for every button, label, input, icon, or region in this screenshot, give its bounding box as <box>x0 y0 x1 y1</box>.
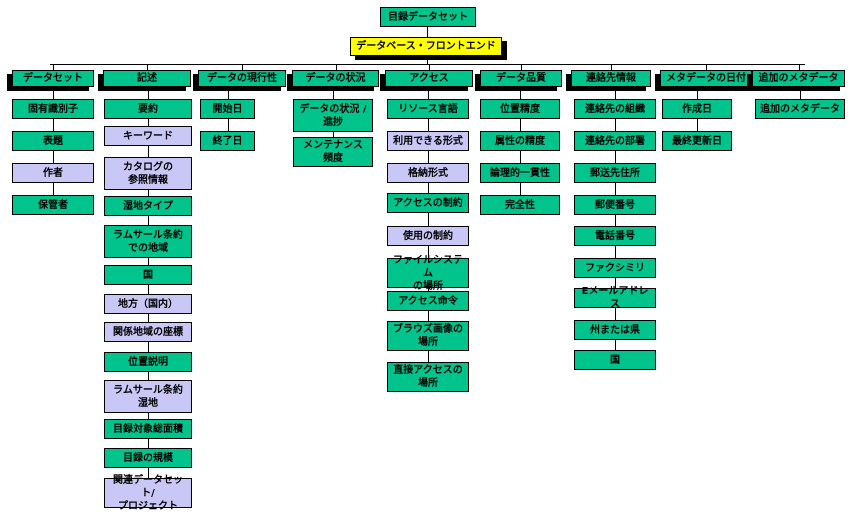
connector <box>336 64 337 70</box>
column-header: アクセス <box>385 70 473 87</box>
item-node: 作者 <box>12 163 94 183</box>
item-node: 使用の制約 <box>387 226 469 246</box>
item-node: 国 <box>104 265 192 285</box>
item-node: 電話番号 <box>574 226 656 246</box>
connector <box>427 27 428 37</box>
item-node: ブラウズ画像の 場所 <box>387 321 469 351</box>
connector <box>428 87 429 362</box>
item-node: 属性の精度 <box>480 131 560 151</box>
item-node: ラムサール条約 での地域 <box>104 225 192 258</box>
connector <box>147 64 148 70</box>
item-node: 関係地域の座標 <box>104 322 192 342</box>
item-node: 追加のメタデータ <box>755 99 845 119</box>
item-node: 固有識別子 <box>12 99 94 119</box>
item-node: 最終更新日 <box>662 131 732 151</box>
column-header: データの現行性 <box>198 70 286 87</box>
item-node: リソース言語 <box>387 99 469 119</box>
connector <box>611 64 612 70</box>
connector <box>427 56 428 64</box>
item-node: カタログの 参照情報 <box>104 157 192 190</box>
item-node: 湿地タイプ <box>104 196 192 216</box>
item-node: 格納形式 <box>387 163 469 183</box>
item-node: 直接アクセスの 場所 <box>387 362 469 392</box>
item-node: 位置精度 <box>480 99 560 119</box>
item-node: 連絡先の部署 <box>574 131 656 151</box>
item-node: 郵送先住所 <box>574 163 656 183</box>
column-header: データ品質 <box>480 70 562 87</box>
item-node: 連絡先の組織 <box>574 99 656 119</box>
item-node: 目録の規模 <box>104 448 192 468</box>
column-header: 連絡先情報 <box>571 70 651 87</box>
item-node: ラムサール条約 湿地 <box>104 380 192 413</box>
item-node: 利用できる形式 <box>387 131 469 151</box>
item-node: ファクシミリ <box>574 258 656 278</box>
item-node: メンテナンス 頻度 <box>293 137 373 167</box>
connector <box>429 64 430 70</box>
item-node: 保管者 <box>12 195 94 215</box>
item-node: 完全性 <box>480 195 560 215</box>
item-node: アクセス命令 <box>387 291 469 311</box>
connector-bar <box>50 64 805 65</box>
item-node: アクセスの制約 <box>387 193 469 213</box>
item-node: 郵便番号 <box>574 195 656 215</box>
root-node: 目録データセット <box>380 7 476 27</box>
column-header: メタデータの日付 <box>660 70 752 87</box>
column-header: データの状況 <box>292 70 379 87</box>
item-node: 表題 <box>12 131 94 151</box>
item-node: 論理的一貫性 <box>480 163 560 183</box>
item-node: 終了日 <box>200 131 255 151</box>
column-header: 記述 <box>103 70 191 87</box>
connector <box>799 64 800 70</box>
frontend-node: データベース・フロントエンド <box>350 37 502 56</box>
item-node: Eメールアドレス <box>574 286 656 310</box>
connector <box>53 64 54 70</box>
item-node: キーワード <box>104 126 192 146</box>
item-node: 州または県 <box>574 320 656 340</box>
item-node: 位置説明 <box>104 352 192 372</box>
item-node: 作成日 <box>662 99 732 119</box>
connector <box>706 64 707 70</box>
column-header: データセット <box>12 70 94 87</box>
item-node: 地方（国内） <box>104 294 192 314</box>
item-node: ファイルシステム の場所 <box>387 255 469 292</box>
connector <box>800 87 801 99</box>
item-node: 目録対象総面積 <box>104 419 192 439</box>
connector <box>521 64 522 70</box>
column-header: 追加のメタデータ <box>752 70 845 87</box>
item-node: 要約 <box>104 99 192 119</box>
item-node: 関連データセット/ プロジェクト <box>104 475 192 512</box>
item-node: 国 <box>574 350 656 370</box>
item-node: 開始日 <box>200 99 255 119</box>
connector <box>242 64 243 70</box>
connector <box>615 87 616 350</box>
item-node: データの状況 / 進捗 <box>293 99 373 132</box>
